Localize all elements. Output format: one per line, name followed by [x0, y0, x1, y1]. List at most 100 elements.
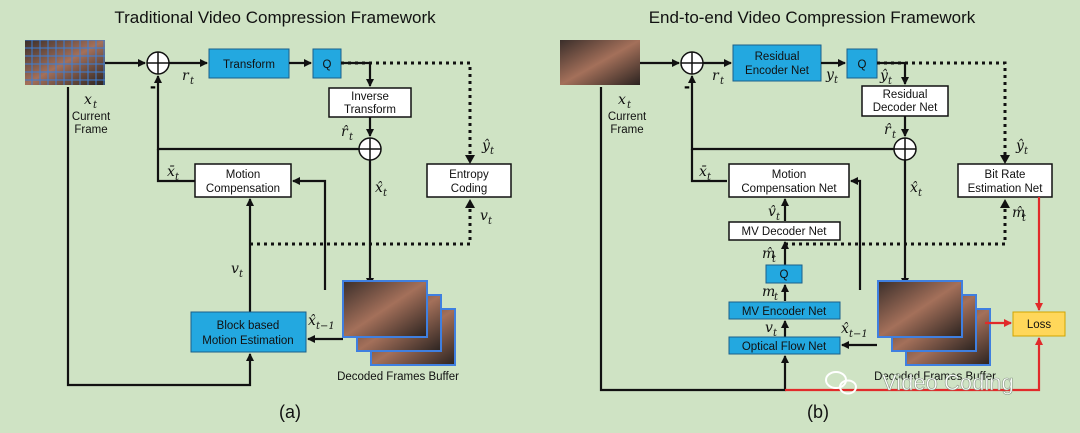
mt-symbol: m [762, 284, 775, 300]
optical-flow-box [728, 336, 841, 355]
b-vt-subscript: t [773, 328, 778, 339]
b-rt-symbol: r [712, 68, 720, 84]
current-label-2: Frame [74, 124, 107, 136]
rhat-subscript: t [349, 132, 354, 143]
subtract-node [146, 51, 170, 75]
yhat-subscript: t [490, 146, 495, 157]
b-rhat-subscript: t [892, 130, 897, 141]
residual-decoder-label-1: Residual [883, 89, 928, 101]
mc-net-label-1: Motion [772, 169, 807, 181]
b-xt-subscript: t [627, 100, 632, 111]
b-quantizer-box [846, 48, 878, 79]
b-vt-symbol: v [765, 320, 773, 336]
panel-a-caption: (a) [279, 402, 301, 422]
motion-compensation-label-2: Compensation [206, 183, 280, 195]
b-xhat-prev-symbol: x̂ [841, 321, 849, 337]
optical-flow-label: Optical Flow Net [742, 341, 827, 353]
xhat-prev-symbol: x̂ [308, 313, 316, 329]
entropy-coding-label-2: Coding [451, 183, 487, 195]
motion-compensation-label-1: Motion [226, 169, 261, 181]
minus-sign: - [150, 76, 156, 96]
buffer-label: Decoded Frames Buffer [337, 371, 459, 383]
b-mhat2-subscript: t [1022, 213, 1027, 224]
mv-decoder-box [728, 221, 841, 241]
rt-subscript: t [190, 76, 195, 87]
add-node [358, 137, 382, 161]
vt-entropy-subscript: t [488, 216, 493, 227]
inverse-transform-label-1: Inverse [351, 91, 389, 103]
motion-compensation-box [194, 163, 292, 198]
wechat-icon [825, 371, 857, 395]
xt-symbol: x [84, 92, 92, 108]
residual-encoder-label-1: Residual [755, 51, 800, 63]
b-xbar-symbol: x̄ [699, 164, 707, 180]
current-label-1: Current [72, 111, 111, 123]
block-motion-estimation-box [190, 311, 307, 353]
current-frame-thumbnail [25, 40, 105, 85]
quantizer-label: Q [323, 59, 332, 71]
panel-a: Traditional Video Compression Framework … [25, 8, 512, 422]
mhat-symbol: m̂ [762, 246, 775, 262]
mv-decoder-label: MV Decoder Net [741, 226, 827, 238]
watermark: Video Coding [882, 370, 1014, 395]
b-rhat-symbol: r̂ [884, 122, 892, 138]
bitrate-estimation-box [957, 163, 1053, 198]
rhat-symbol: r̂ [341, 124, 349, 140]
panel-b: End-to-end Video Compression Framework x… [560, 8, 1066, 422]
xbar-symbol: x̄ [167, 164, 175, 180]
b-xt-symbol: x [618, 92, 626, 108]
yt-subscript: t [834, 75, 839, 86]
panel-b-title: End-to-end Video Compression Framework [649, 8, 976, 27]
vt-symbol: v [231, 261, 239, 277]
vt-subscript: t [239, 269, 244, 280]
vt-entropy-symbol: v [480, 208, 488, 224]
residual-encoder-box [732, 44, 822, 82]
b-rt-subscript: t [720, 76, 725, 87]
xhat-symbol: x̂ [375, 180, 383, 196]
b-yhat-subscript: t [888, 76, 893, 87]
yhat-symbol: ŷ [481, 137, 491, 154]
block-me-label-2: Motion Estimation [202, 335, 293, 347]
panel-a-title: Traditional Video Compression Framework [114, 8, 436, 27]
quantizer-box [312, 48, 342, 79]
b-decoded-frames-stack [877, 280, 991, 366]
entropy-coding-box [426, 163, 512, 198]
mt-subscript: t [774, 292, 779, 303]
bitrate-label-2: Estimation Net [968, 183, 1044, 195]
residual-encoder-label-2: Encoder Net [745, 65, 810, 77]
b-buffer-label: Decoded Frames Buffer [874, 371, 996, 383]
mhat-subscript: t [772, 254, 777, 265]
b-quantizer-label: Q [858, 59, 867, 71]
panel-b-caption: (b) [807, 402, 829, 422]
xhat-prev-subscript: t−1 [316, 321, 335, 332]
residual-decoder-label-2: Decoder Net [873, 102, 938, 114]
b-add-node [893, 137, 917, 161]
vhat-subscript: t [776, 212, 781, 223]
bitrate-label-1: Bit Rate [985, 169, 1026, 181]
mc-net-label-2: Compensation Net [741, 183, 837, 195]
b-current-label-1: Current [608, 111, 647, 123]
b-xhat-subscript: t [918, 188, 923, 199]
xhat-subscript: t [383, 188, 388, 199]
motion-compensation-net-box [728, 163, 850, 198]
b-yhat2-subscript: t [1024, 146, 1029, 157]
current-frame-image [560, 40, 640, 85]
transform-label: Transform [223, 59, 275, 71]
xbar-subscript: t [175, 172, 180, 183]
decoded-frames-stack [342, 280, 456, 366]
loss-label: Loss [1027, 319, 1052, 331]
mv-encoder-label: MV Encoder Net [742, 306, 827, 318]
inverse-transform-box [328, 87, 412, 118]
b-xhat-prev-subscript: t−1 [849, 329, 868, 340]
b-current-label-2: Frame [610, 124, 643, 136]
b-subtract-node [680, 51, 704, 75]
inverse-transform-label-2: Transform [344, 104, 396, 116]
mv-quantizer-label: Q [780, 269, 789, 281]
entropy-coding-label-1: Entropy [449, 169, 489, 181]
b-xbar-subscript: t [707, 172, 712, 183]
b-minus-sign: - [684, 76, 690, 96]
mv-quantizer-box [765, 264, 803, 284]
rt-symbol: r [182, 68, 190, 84]
xt-subscript: t [93, 100, 98, 111]
